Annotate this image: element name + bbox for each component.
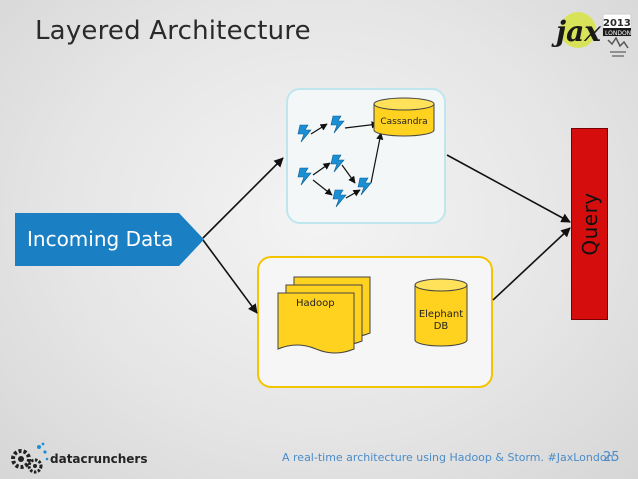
- lightning-icon: [330, 154, 345, 173]
- storm-arrow-1: [310, 123, 328, 135]
- lightning-icon: [297, 124, 312, 143]
- jax-london-logo: jax 2013 LONDON: [551, 12, 632, 57]
- jax-logo-text: jax: [551, 15, 601, 48]
- arrow-incoming-to-hadoop: [202, 239, 258, 314]
- company-name: datacrunchers: [50, 452, 148, 466]
- storm-arrow-7: [370, 132, 384, 184]
- cassandra-label: Cassandra: [380, 117, 427, 127]
- lightning-icon: [330, 115, 345, 134]
- storm-arrow-6: [345, 189, 361, 199]
- cassandra-database-icon: Cassandra: [373, 97, 435, 137]
- query-label: Query: [577, 192, 602, 256]
- lightning-icon: [332, 189, 347, 208]
- jax-logo-city: LONDON: [605, 30, 631, 37]
- storm-arrow-4: [341, 164, 356, 184]
- arrow-storm-to-query: [446, 154, 571, 223]
- lightning-icon: [297, 167, 312, 186]
- elephant-db-label-line1: Elephant: [419, 309, 463, 320]
- hadoop-label: Hadoop: [296, 298, 335, 309]
- incoming-data-shape: Incoming Data: [15, 213, 205, 266]
- elephant-db-label-line2: DB: [434, 321, 449, 332]
- jax-logo-year: 2013: [603, 18, 631, 29]
- page-number: 25: [603, 450, 620, 465]
- incoming-data-arrow-shape: [15, 213, 204, 266]
- incoming-data-label: Incoming Data: [27, 227, 174, 251]
- storm-arrow-5: [312, 179, 333, 196]
- storm-arrow-3: [312, 162, 331, 176]
- query-bar: Query: [571, 128, 608, 320]
- hadoop-documents-icon: Hadoop: [277, 276, 371, 354]
- footer-text: A real-time architecture using Hadoop & …: [282, 451, 614, 464]
- slide-title: Layered Architecture: [35, 16, 311, 46]
- storm-arrow-2: [344, 121, 379, 129]
- arrow-hadoop-to-query: [492, 227, 571, 301]
- elephant-db-icon: Elephant DB: [414, 278, 468, 347]
- arrow-incoming-to-storm: [202, 157, 284, 239]
- gears-icon: [11, 442, 49, 474]
- lightning-icon: [357, 177, 372, 196]
